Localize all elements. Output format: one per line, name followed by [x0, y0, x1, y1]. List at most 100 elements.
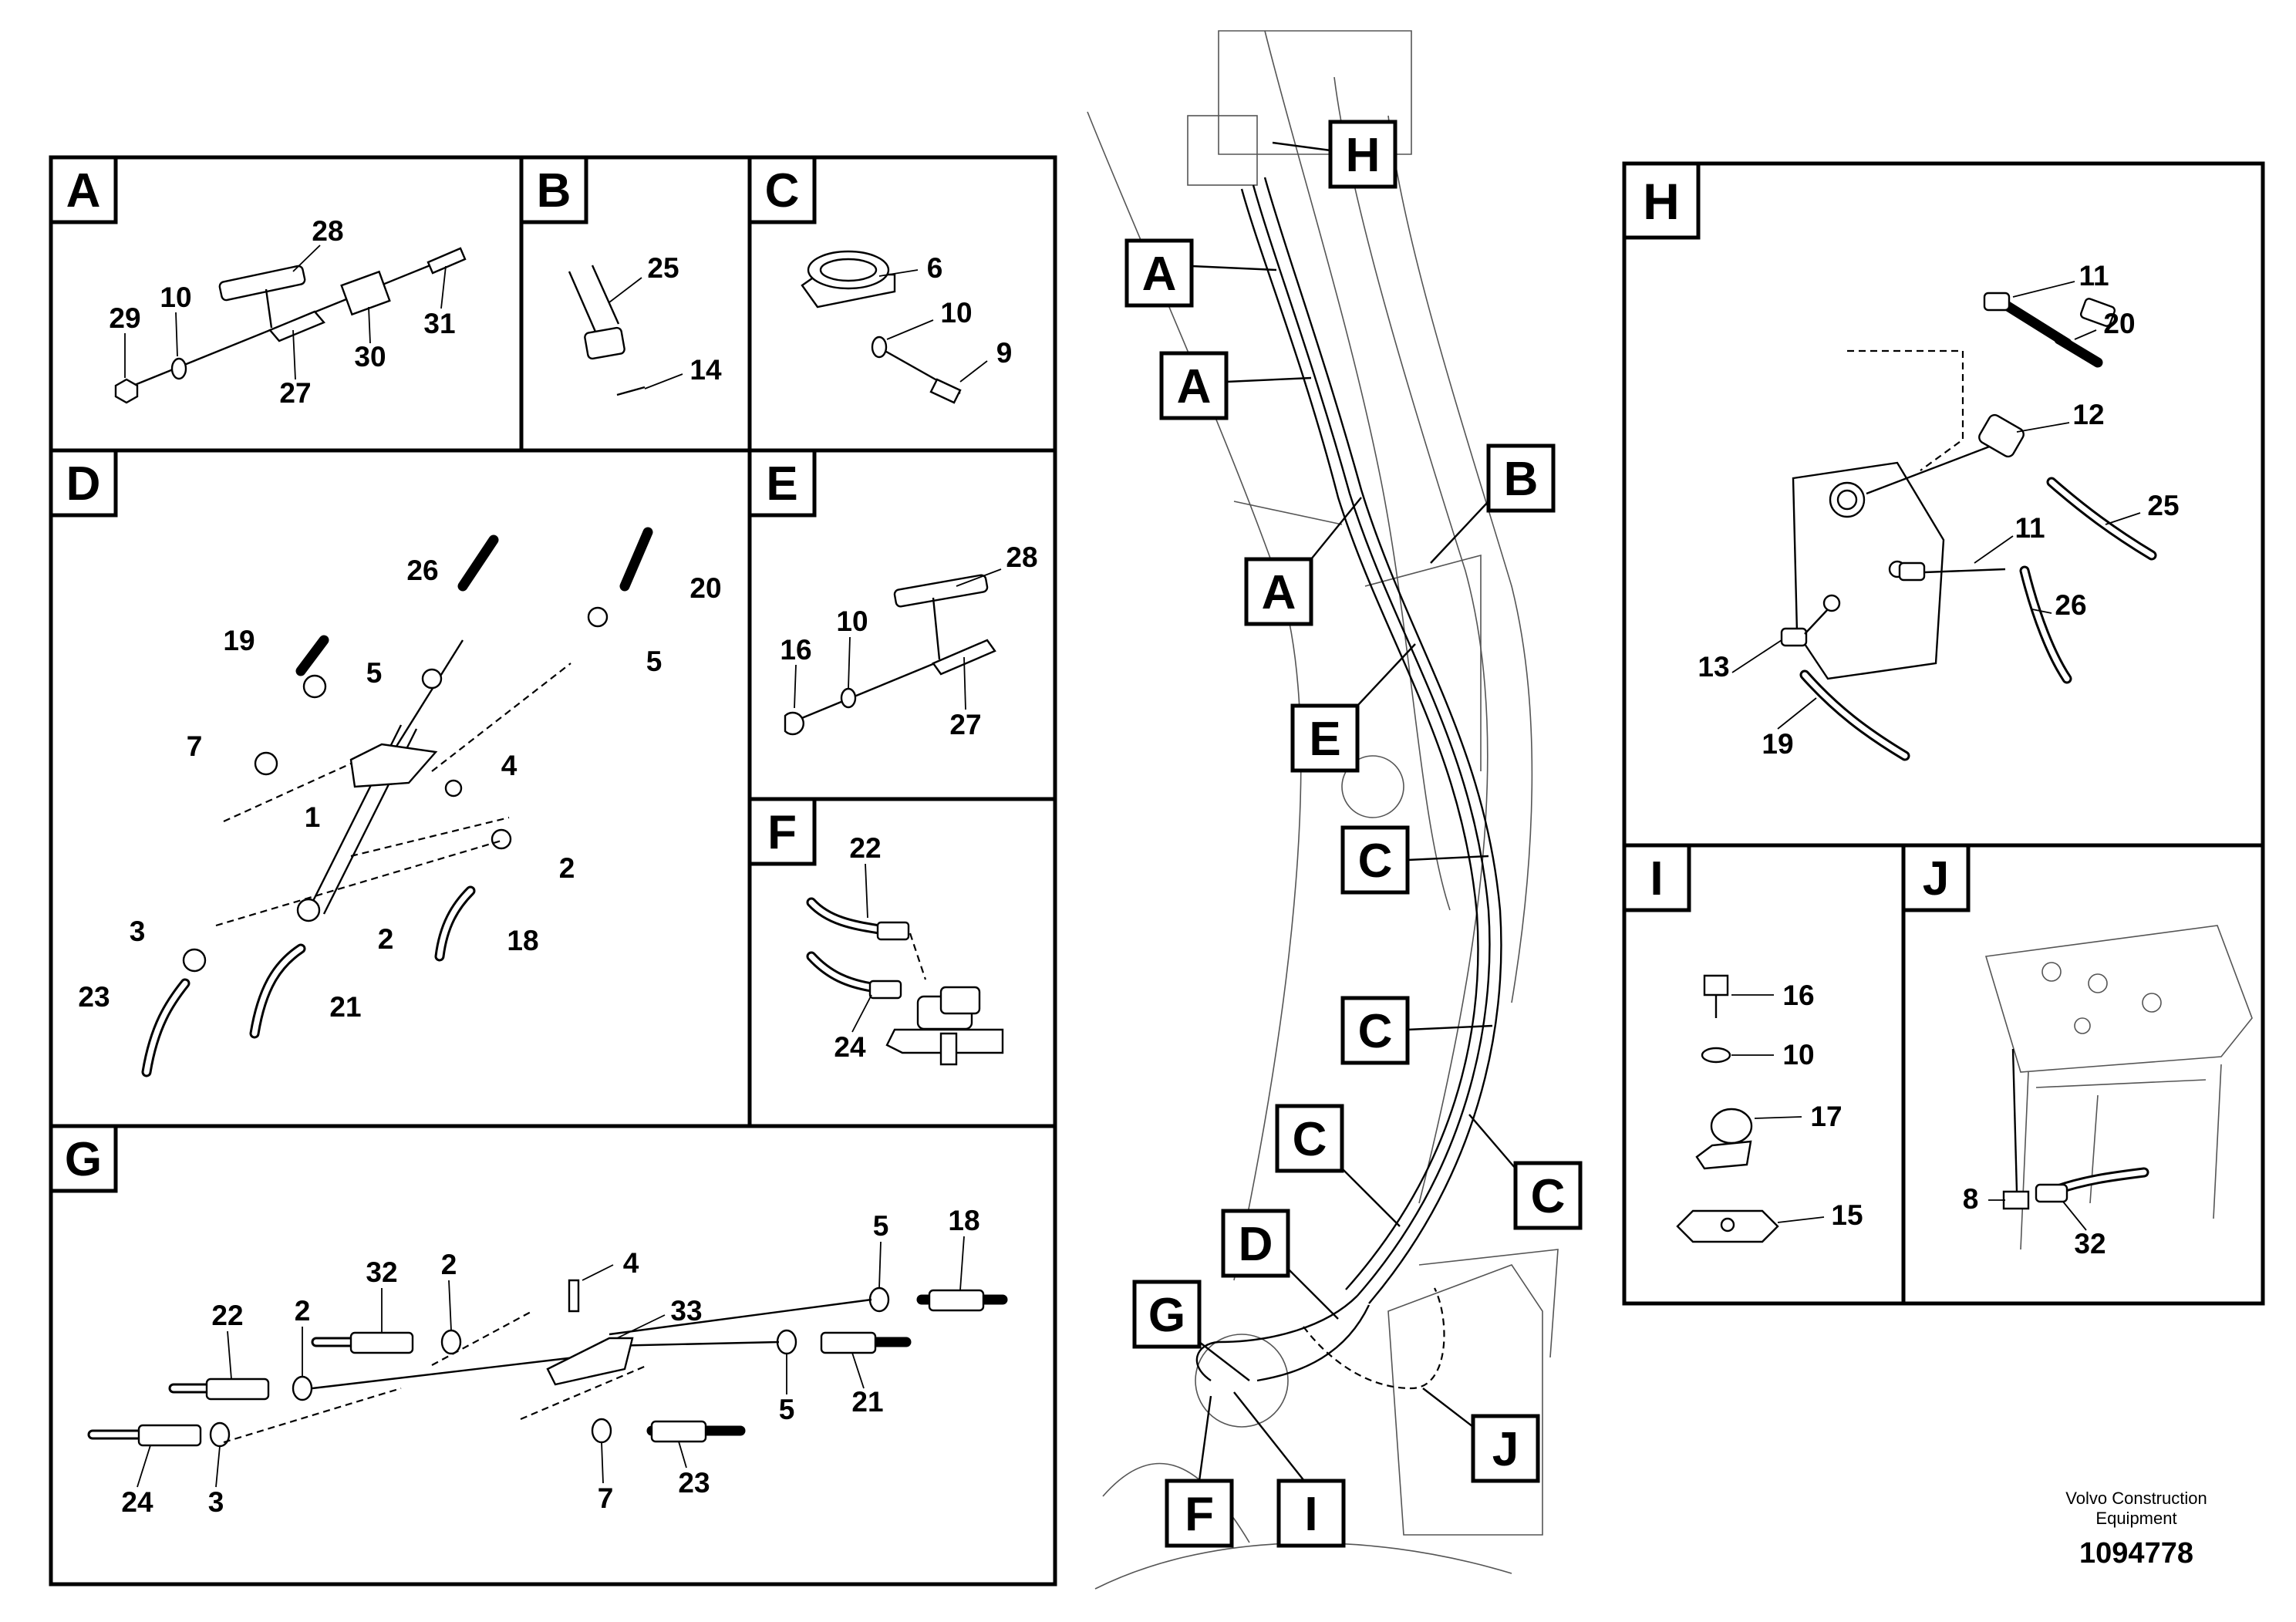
svg-text:D: D: [66, 457, 101, 511]
boom-callout-c2: C: [1340, 996, 1493, 1065]
svg-text:26: 26: [406, 555, 438, 586]
svg-text:5: 5: [873, 1210, 889, 1242]
svg-text:B: B: [1504, 453, 1539, 506]
panel-e-part-numbers: 28 16 10 27: [780, 541, 1037, 740]
boom-callout-b: B: [1430, 443, 1556, 564]
boom-callout-d: D: [1221, 1209, 1339, 1320]
svg-text:J: J: [1923, 852, 1949, 905]
svg-text:18: 18: [948, 1205, 979, 1236]
svg-text:2: 2: [559, 852, 575, 884]
panel-label-d: D: [49, 448, 118, 518]
svg-text:7: 7: [598, 1482, 614, 1514]
svg-text:10: 10: [1782, 1039, 1814, 1071]
svg-text:G: G: [65, 1133, 102, 1186]
boom-callout-g: G: [1132, 1280, 1250, 1381]
drawing-number: 1094778: [2079, 1537, 2193, 1570]
svg-text:H: H: [1643, 173, 1680, 230]
panel-d-part-numbers: 26 20 19 5 5 7 4 1 2 3 2 18 23 21: [78, 555, 721, 1023]
svg-text:1: 1: [305, 801, 321, 833]
svg-text:A: A: [66, 164, 101, 218]
svg-text:A: A: [1262, 566, 1296, 619]
panel-b-drawing: [568, 265, 646, 396]
svg-text:24: 24: [834, 1031, 866, 1063]
svg-text:13: 13: [1698, 651, 1729, 683]
panel-label-a: A: [49, 155, 118, 224]
panel-label-i: I: [1622, 843, 1691, 912]
svg-text:10: 10: [160, 282, 191, 313]
svg-text:C: C: [1293, 1113, 1327, 1166]
panel-c-part-numbers: 6 10 9: [878, 252, 1012, 383]
boom-callouts: H A A B A E C C C C D G J F I: [1124, 120, 1583, 1548]
svg-text:I: I: [1304, 1488, 1317, 1541]
manufacturer-line-2: Equipment: [2095, 1509, 2176, 1528]
panel-h-drawing: [1780, 292, 2157, 761]
svg-text:24: 24: [121, 1486, 153, 1518]
panel-i-part-numbers: 16 10 17 15: [1731, 980, 1863, 1231]
svg-text:28: 28: [312, 215, 343, 247]
svg-text:C: C: [1358, 835, 1393, 888]
svg-text:2: 2: [441, 1249, 457, 1280]
svg-text:32: 32: [366, 1256, 397, 1288]
svg-text:23: 23: [678, 1467, 710, 1499]
panel-label-g: G: [49, 1124, 118, 1193]
svg-text:C: C: [1358, 1005, 1393, 1058]
boom-callout-e: E: [1290, 643, 1416, 773]
svg-text:4: 4: [623, 1247, 639, 1279]
svg-text:28: 28: [1006, 541, 1037, 573]
svg-text:11: 11: [2079, 260, 2109, 292]
svg-text:I: I: [1650, 852, 1663, 905]
svg-text:26: 26: [2055, 589, 2086, 621]
svg-text:E: E: [766, 457, 797, 511]
svg-text:14: 14: [689, 354, 722, 386]
svg-text:20: 20: [689, 572, 721, 604]
svg-text:19: 19: [1762, 728, 1793, 760]
panel-b-part-numbers: 25 14: [609, 252, 722, 389]
svg-text:25: 25: [647, 252, 679, 284]
boom-callout-c1: C: [1340, 825, 1489, 895]
svg-text:18: 18: [507, 925, 538, 956]
panel-f-part-numbers: 22 24: [834, 832, 881, 1063]
panel-i-drawing: [1676, 974, 1779, 1243]
svg-text:F: F: [767, 806, 797, 859]
svg-text:19: 19: [223, 625, 255, 656]
svg-text:E: E: [1309, 713, 1340, 766]
svg-text:22: 22: [849, 832, 881, 864]
svg-text:5: 5: [646, 646, 663, 677]
svg-text:G: G: [1148, 1289, 1185, 1342]
panel-h-part-numbers: 11 20 12 25 11 26 13 19: [1698, 260, 2179, 760]
svg-text:30: 30: [354, 341, 386, 373]
panel-label-f: F: [747, 797, 817, 866]
svg-text:J: J: [1492, 1423, 1519, 1476]
svg-text:12: 12: [2072, 399, 2104, 430]
svg-text:4: 4: [501, 750, 518, 781]
svg-text:C: C: [765, 164, 800, 218]
svg-text:C: C: [1531, 1170, 1566, 1223]
boom-callout-j: J: [1422, 1388, 1540, 1483]
svg-text:29: 29: [109, 302, 140, 334]
svg-text:22: 22: [211, 1300, 243, 1331]
boom-callout-c4: C: [1468, 1114, 1583, 1230]
svg-text:32: 32: [2074, 1228, 2106, 1259]
panel-j-part-numbers: 8 32: [1963, 1183, 2106, 1259]
panel-d-drawing: [141, 527, 653, 1077]
panel-label-j: J: [1901, 843, 1971, 912]
panel-label-b: B: [519, 155, 588, 224]
svg-text:A: A: [1177, 360, 1212, 413]
svg-text:5: 5: [366, 657, 383, 689]
svg-text:2: 2: [295, 1295, 311, 1327]
svg-text:15: 15: [1831, 1199, 1863, 1231]
svg-text:5: 5: [779, 1394, 795, 1425]
boom-callout-i: I: [1233, 1391, 1346, 1548]
panel-a-drawing: [114, 247, 467, 404]
svg-text:6: 6: [927, 252, 943, 284]
boom-callout-a3: A: [1244, 497, 1362, 626]
svg-text:25: 25: [2147, 490, 2179, 521]
svg-text:23: 23: [78, 981, 110, 1013]
svg-text:27: 27: [949, 709, 981, 740]
panel-j-drawing: [1984, 925, 2253, 1250]
panel-frames: [49, 155, 2265, 1587]
svg-text:3: 3: [208, 1486, 224, 1518]
panel-label-e: E: [747, 448, 817, 518]
svg-text:16: 16: [1782, 980, 1814, 1011]
